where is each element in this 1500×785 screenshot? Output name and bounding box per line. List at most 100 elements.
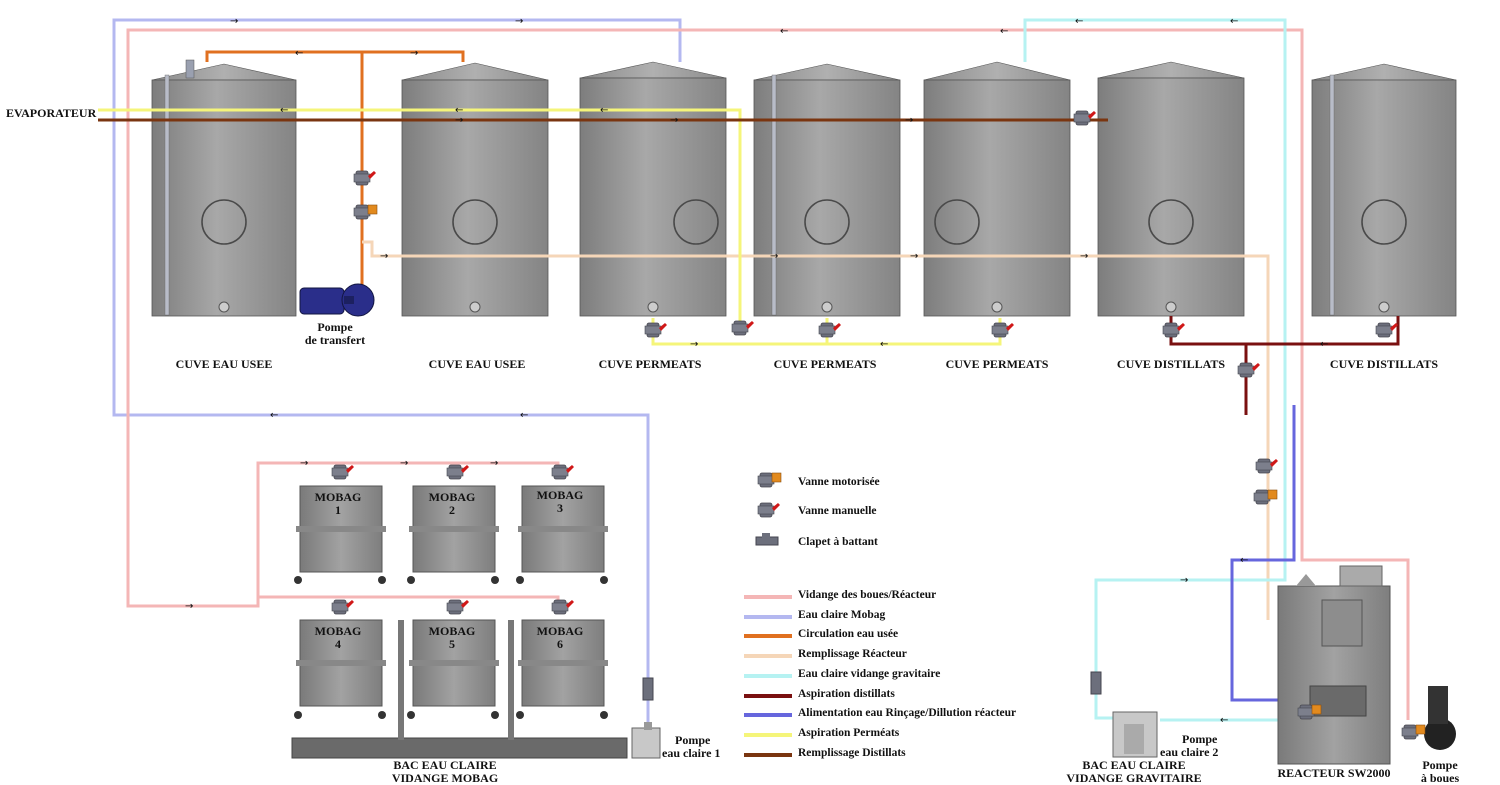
svg-text:←: ← bbox=[1075, 16, 1083, 27]
tank-2 bbox=[401, 62, 549, 317]
evaporator-label: EVAPORATEUR bbox=[6, 106, 97, 120]
flow-arrows: →→← ←←← ←→ ←←← →→→ →→→→ →←← ←← →→→→ →← ← bbox=[185, 16, 1328, 726]
svg-text:←: ← bbox=[520, 410, 528, 421]
svg-text:→: → bbox=[1180, 575, 1188, 586]
svg-text:←: ← bbox=[270, 410, 278, 421]
legend-swatch bbox=[744, 713, 792, 718]
tank-6 bbox=[1097, 61, 1245, 317]
pipe-eau-claire-gravitaire bbox=[1023, 18, 1290, 722]
pump-1-label: eau claire 1 bbox=[662, 746, 721, 760]
tank-5 bbox=[923, 61, 1071, 317]
manual-valve-icon[interactable] bbox=[1162, 322, 1186, 338]
svg-text:←: ← bbox=[1000, 26, 1008, 37]
transfer-pump-label: Pompe bbox=[317, 320, 353, 334]
tank-7 bbox=[1311, 63, 1457, 317]
tank-label: CUVE PERMEATS bbox=[598, 357, 702, 371]
bac-mobag-label: VIDANGE MOBAG bbox=[391, 771, 499, 785]
legend-swatch bbox=[744, 654, 792, 659]
legend-label: Aspiration distillats bbox=[798, 687, 895, 700]
svg-text:→: → bbox=[1080, 251, 1088, 262]
svg-text:→: → bbox=[690, 339, 698, 350]
svg-text:→: → bbox=[400, 458, 408, 469]
legend-label: Eau claire vidange gravitaire bbox=[798, 667, 941, 680]
svg-text:→: → bbox=[300, 458, 308, 469]
manual-valve-icon[interactable] bbox=[991, 322, 1015, 338]
manual-valve-icon[interactable] bbox=[551, 599, 575, 615]
manual-valve-icon[interactable] bbox=[353, 170, 377, 186]
manual-valve-icon[interactable] bbox=[818, 322, 842, 338]
legend-label: Circulation eau usée bbox=[798, 628, 899, 641]
tank-label: CUVE DISTILLATS bbox=[1116, 357, 1226, 371]
reactor-label: REACTEUR SW2000 bbox=[1277, 766, 1391, 780]
svg-text:←: ← bbox=[600, 105, 608, 116]
svg-text:←: ← bbox=[1240, 555, 1248, 566]
manual-valve-icon[interactable] bbox=[446, 464, 470, 480]
manual-valve-icon[interactable] bbox=[1073, 110, 1097, 126]
manual-valve-icon[interactable] bbox=[1255, 458, 1279, 474]
motorized-valve-icon[interactable] bbox=[1253, 489, 1278, 505]
manual-valve-icon[interactable] bbox=[551, 464, 575, 480]
manual-valve-icon[interactable] bbox=[331, 464, 355, 480]
motorized-valve-icon[interactable] bbox=[1401, 724, 1426, 740]
mobag-box-5 bbox=[407, 619, 499, 719]
manual-valve-icon[interactable] bbox=[1237, 362, 1261, 378]
transfer-pump-icon[interactable] bbox=[299, 283, 375, 317]
motorized-valve-icon bbox=[757, 472, 782, 488]
legend-label: Eau claire Mobag bbox=[798, 608, 886, 621]
sludge-pump-icon[interactable] bbox=[1424, 686, 1456, 750]
manual-valve-icon[interactable] bbox=[1375, 322, 1399, 338]
svg-text:→: → bbox=[910, 251, 918, 262]
manual-valve-icon[interactable] bbox=[644, 322, 668, 338]
check-valve-icon[interactable] bbox=[1090, 671, 1102, 695]
manual-valve-icon[interactable] bbox=[446, 599, 470, 615]
manual-valve-icon[interactable] bbox=[731, 320, 755, 336]
svg-text:→: → bbox=[455, 115, 463, 126]
legend-swatch bbox=[744, 732, 792, 737]
legend-swatch bbox=[744, 595, 792, 599]
svg-text:←: ← bbox=[455, 105, 463, 116]
pipe-alimentation-rincage bbox=[1230, 405, 1296, 702]
legend-swatch bbox=[744, 752, 792, 757]
check-valve-icon[interactable] bbox=[642, 677, 654, 701]
symbol-legend-label: Vanne manuelle bbox=[798, 505, 877, 517]
pump-2-label: Pompe bbox=[1182, 732, 1218, 746]
svg-text:←: ← bbox=[780, 26, 788, 37]
legend-swatch bbox=[744, 693, 792, 698]
sludge-pump-label: Pompe bbox=[1422, 758, 1458, 772]
tank-label: CUVE EAU USEE bbox=[428, 357, 526, 371]
svg-text:→: → bbox=[490, 458, 498, 469]
svg-text:→: → bbox=[185, 601, 193, 612]
legend-label: Remplissage Distillats bbox=[798, 746, 906, 759]
mobag-tray bbox=[291, 737, 628, 759]
legend-label: Alimentation eau Rinçage/Dillution réact… bbox=[798, 707, 1017, 720]
svg-text:←: ← bbox=[1320, 339, 1328, 350]
motorized-valve-icon[interactable] bbox=[353, 204, 378, 220]
svg-text:→: → bbox=[380, 251, 388, 262]
symbol-legend-label: Clapet à battant bbox=[798, 536, 878, 548]
svg-text:←: ← bbox=[280, 105, 288, 116]
reactor-icon bbox=[1277, 565, 1391, 765]
mobag-box-2 bbox=[407, 485, 499, 584]
manual-valve-icon[interactable] bbox=[331, 599, 355, 615]
tank-1 bbox=[151, 59, 297, 317]
svg-text:←: ← bbox=[880, 339, 888, 350]
svg-text:→: → bbox=[770, 251, 778, 262]
mobag-box-4 bbox=[294, 619, 386, 719]
gravity-tank-icon bbox=[1112, 711, 1158, 758]
clear-water-pump-1-icon[interactable] bbox=[631, 722, 661, 759]
transfer-pump-label: de transfert bbox=[304, 333, 366, 347]
legend-label: Vidange des boues/Réacteur bbox=[798, 589, 937, 601]
pipe-remplissage-reacteur bbox=[362, 240, 1270, 620]
pump-2-label: eau claire 2 bbox=[1160, 745, 1219, 759]
legend-swatch bbox=[744, 673, 792, 678]
svg-text:→: → bbox=[410, 48, 418, 59]
check-valve-icon bbox=[755, 533, 779, 546]
mobag-box-1 bbox=[294, 485, 386, 584]
svg-text:→: → bbox=[515, 16, 523, 27]
